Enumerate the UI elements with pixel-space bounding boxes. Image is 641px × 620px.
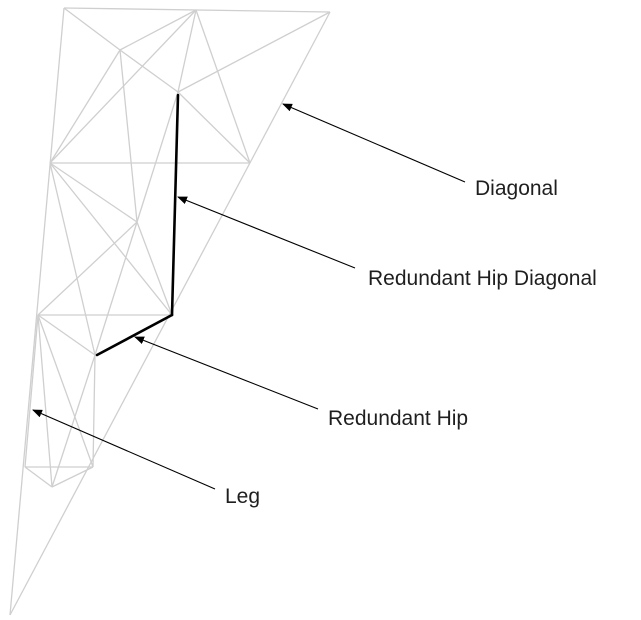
truss-member [49, 9, 197, 164]
truss-member [92, 354, 96, 468]
truss-member [63, 7, 121, 51]
truss-member [37, 314, 96, 356]
truss-member [37, 221, 138, 316]
truss-member [94, 221, 138, 356]
diagonal-arrow [282, 103, 466, 183]
top-chord [63, 7, 331, 13]
redundant-hip-diagonal-member [170, 93, 180, 317]
truss-member [49, 49, 121, 164]
redundant-hip-diagonal-arrow [177, 196, 356, 269]
truss-member [51, 466, 94, 488]
truss-member [49, 162, 173, 316]
redundant-hip-arrow [134, 336, 319, 410]
truss-member [49, 162, 138, 223]
truss-member [37, 314, 53, 488]
redundant-hip-member [95, 313, 174, 357]
truss-member [177, 11, 331, 93]
truss-member [49, 162, 96, 356]
redundant-hip-diagonal-label: Redundant Hip Diagonal [368, 267, 597, 290]
truss-member [119, 9, 197, 51]
truss-member [24, 466, 53, 488]
truss-member [24, 314, 39, 468]
leader-arrows [32, 103, 466, 490]
left-leg [9, 7, 65, 616]
truss-member [136, 91, 179, 223]
truss-member [37, 314, 94, 468]
truss-member [177, 9, 197, 93]
truss-member [119, 49, 138, 223]
diagonal-label: Diagonal [475, 177, 558, 200]
truss-member [136, 221, 173, 316]
truss-member [177, 91, 251, 164]
truss-member [195, 9, 251, 164]
redundant-hip-label: Redundant Hip [328, 407, 469, 430]
truss-members [9, 7, 331, 616]
truss-member [51, 354, 96, 488]
highlighted-members [95, 93, 180, 357]
leg-label: Leg [225, 485, 261, 508]
leg-arrow [32, 409, 216, 490]
truss-member [119, 49, 179, 93]
